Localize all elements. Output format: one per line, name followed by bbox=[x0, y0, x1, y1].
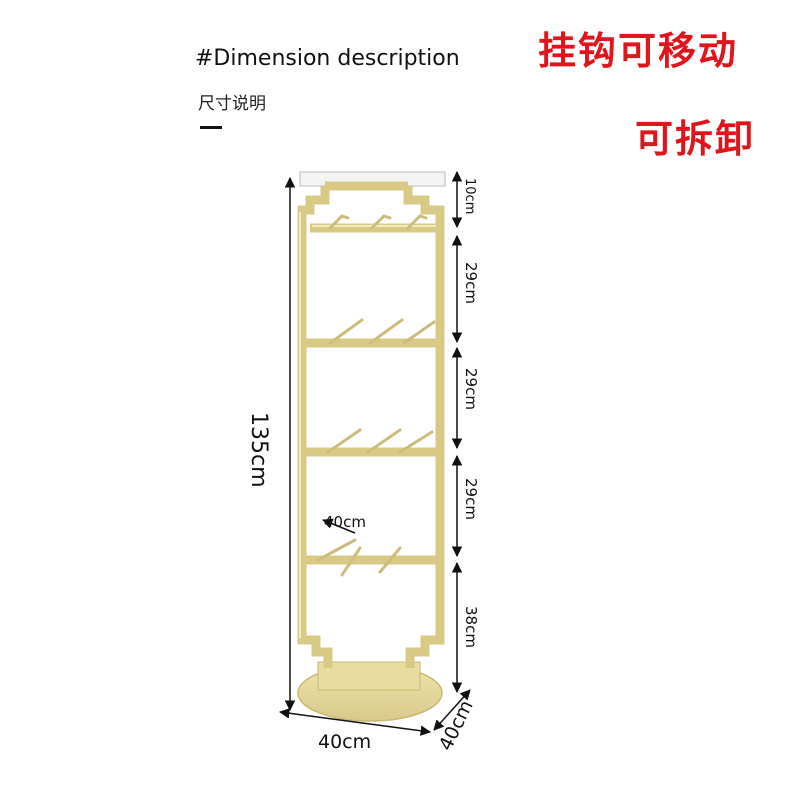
dim-label-shelf-gap-1: 29cm bbox=[462, 262, 480, 304]
diagram-subtitle: 尺寸说明 bbox=[198, 94, 266, 114]
dim-line-base-depth bbox=[433, 689, 471, 731]
dim-label-shelf-gap-2: 29cm bbox=[462, 368, 480, 410]
title-underline bbox=[200, 126, 222, 129]
dim-label-base-depth: 40cm bbox=[435, 697, 478, 754]
rack-hooks bbox=[316, 214, 436, 577]
dim-line-base-width bbox=[278, 708, 432, 736]
rack-base bbox=[297, 661, 443, 722]
feature-detachable: 可拆卸 bbox=[635, 116, 756, 161]
dim-label-hook-depth: 40cm bbox=[324, 513, 366, 531]
dim-label-total-height: 135cm bbox=[246, 412, 271, 488]
feature-movable-hooks: 挂钩可移动 bbox=[538, 28, 739, 73]
dim-line-hook-depth bbox=[322, 518, 356, 534]
diagram-title: #Dimension description bbox=[195, 46, 460, 71]
dim-label-top-section: 10cm bbox=[462, 178, 477, 214]
dim-label-shelf-gap-3: 29cm bbox=[462, 478, 480, 520]
dim-label-bottom-section: 38cm bbox=[462, 606, 480, 648]
dim-label-base-width: 40cm bbox=[318, 731, 371, 753]
rack-frame bbox=[297, 181, 445, 668]
